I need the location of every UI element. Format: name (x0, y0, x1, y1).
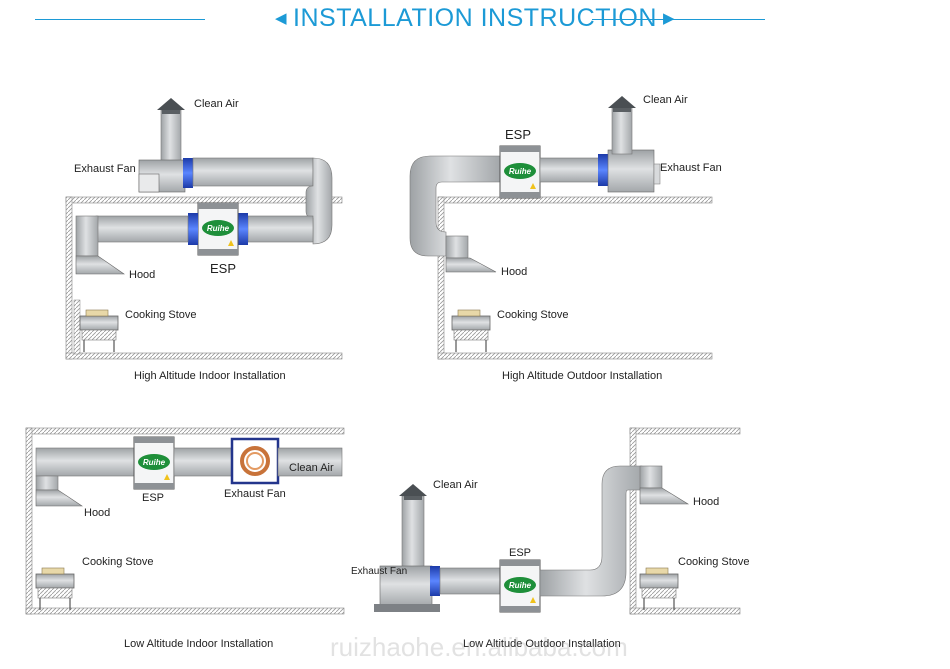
label-hood: Hood (84, 507, 111, 519)
label-cooking-stove: Cooking Stove (82, 556, 154, 568)
caption-low-altitude-indoor: Low Altitude Indoor Installation (124, 638, 274, 650)
arrow-left-icon: ◀ (275, 10, 288, 27)
arrow-right-icon: ▶ (662, 10, 675, 27)
label-hood: Hood (501, 266, 528, 278)
caption-high-altitude-outdoor: High Altitude Outdoor Installation (502, 370, 663, 382)
label-cooking-stove: Cooking Stove (497, 309, 569, 321)
page-title: ◀ INSTALLATION INSTRUCTION ▶ (0, 4, 950, 33)
label-clean-air: Clean Air (289, 462, 334, 474)
label-exhaust-fan: Exhaust Fan (74, 163, 136, 175)
panel-low-altitude-indoor (25, 427, 345, 615)
caption-low-altitude-outdoor: Low Altitude Outdoor Installation (463, 638, 621, 650)
label-exhaust-fan: Exhaust Fan (224, 488, 286, 500)
label-esp: ESP (509, 547, 532, 559)
label-esp: ESP (210, 261, 237, 276)
header-rule-right (592, 19, 765, 20)
label-cooking-stove: Cooking Stove (678, 556, 750, 568)
caption-high-altitude-indoor: High Altitude Indoor Installation (134, 370, 286, 382)
header-rule-left (35, 19, 205, 20)
panel-low-altitude-outdoor (374, 427, 741, 615)
label-exhaust-fan: Exhaust Fan (351, 566, 408, 577)
label-esp: ESP (505, 127, 532, 142)
watermark: ruizhaohe.en.alibaba.com (330, 632, 628, 662)
label-cooking-stove: Cooking Stove (125, 309, 197, 321)
label-clean-air: Clean Air (433, 479, 478, 491)
label-hood: Hood (129, 269, 156, 281)
label-exhaust-fan: Exhaust Fan (660, 162, 722, 174)
panel-high-altitude-outdoor (409, 96, 713, 360)
label-hood: Hood (693, 496, 720, 508)
panel-high-altitude-indoor (65, 98, 343, 360)
label-clean-air: Clean Air (194, 98, 239, 110)
label-clean-air: Clean Air (643, 94, 688, 106)
page-title-text: INSTALLATION INSTRUCTION (293, 4, 657, 32)
label-esp: ESP (142, 492, 165, 504)
